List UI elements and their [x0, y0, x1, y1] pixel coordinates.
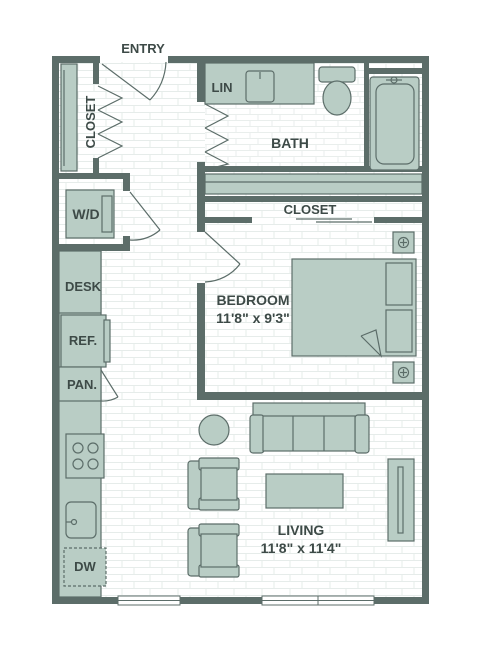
dishwasher	[63, 547, 107, 587]
bedroom-closet-label: CLOSET	[284, 202, 337, 217]
tv-console	[387, 458, 415, 542]
interior-walls	[58, 56, 422, 400]
pantry-label: PAN.	[67, 377, 97, 392]
nightstand-top	[392, 231, 415, 254]
nightstand-bottom	[392, 361, 415, 384]
armchair-top	[187, 457, 240, 511]
left-closet	[60, 63, 78, 172]
refrigerator-label: REF.	[69, 333, 97, 348]
coffee-table	[265, 473, 344, 509]
closet-bifold-doors	[97, 85, 124, 159]
kitchen-sink	[65, 501, 97, 539]
living-size-label: 11'8" x 11'4"	[261, 540, 342, 556]
bedroom-door	[204, 231, 241, 283]
linen-bath-bifold-door	[204, 103, 230, 171]
bathroom-fixtures	[204, 62, 420, 171]
stove	[65, 433, 105, 479]
left-closet-label: CLOSET	[83, 96, 98, 149]
exterior-walls	[52, 56, 429, 604]
bed	[291, 258, 417, 358]
desk	[58, 250, 102, 314]
living-label: LIVING	[278, 522, 325, 538]
bath-label: BATH	[271, 135, 309, 151]
bedroom-label: BEDROOM	[216, 292, 289, 308]
refrigerator	[60, 314, 111, 368]
linen-label: LIN	[212, 80, 233, 95]
desk-label: DESK	[65, 279, 102, 294]
side-table	[198, 414, 230, 446]
bedroom-closet	[204, 173, 423, 223]
armchair-bottom	[187, 523, 240, 578]
washer-dryer	[65, 189, 115, 239]
entry-door	[101, 61, 167, 101]
pantry	[58, 366, 119, 402]
washer-dryer-label: W/D	[72, 206, 99, 222]
windows	[117, 595, 375, 606]
sofa	[249, 402, 370, 454]
laundry-door	[129, 191, 161, 241]
dishwasher-label: DW	[74, 559, 96, 574]
entry-label: ENTRY	[121, 41, 165, 56]
bedroom-size-label: 11'8" x 9'3"	[216, 310, 290, 326]
